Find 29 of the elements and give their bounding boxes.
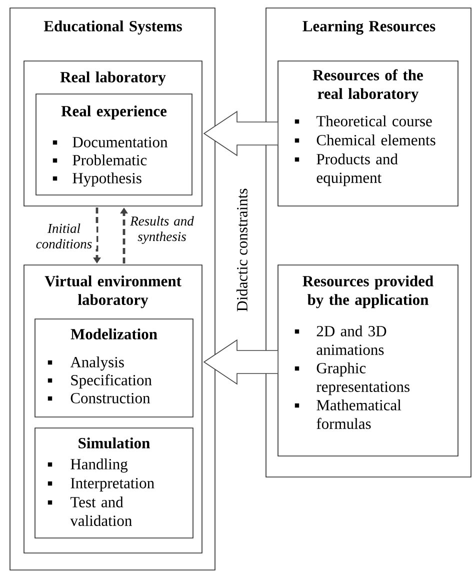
bullet-item: Chemical elements (316, 134, 436, 146)
edge-label: Results and synthesis (126, 216, 198, 244)
bullet-item: Theoretical course (316, 115, 432, 126)
box-heading: Resources provided by the application (302, 275, 434, 308)
bullet-item: 2D and 3D animations (316, 325, 386, 355)
bullet-item: Documentation (72, 136, 168, 148)
box-heading: Educational Systems (44, 20, 182, 35)
rotated-label: Didactic constraints (236, 188, 248, 312)
bullet-item: Hypothesis (72, 172, 142, 187)
box-heading: Resources of the real laboratory (312, 69, 423, 102)
block-arrow (203, 339, 278, 385)
block-arrow (203, 110, 278, 156)
box-heading: Real experience (61, 105, 167, 120)
bullet-item: Mathematical formulas (316, 399, 402, 429)
box-heading: Simulation (78, 437, 150, 448)
box-heading: Virtual environment laboratory (44, 275, 182, 308)
box-heading: Modelization (70, 328, 158, 340)
box-heading: Real laboratory (60, 71, 166, 86)
bullet-item: Test and validation (70, 496, 132, 526)
bullet-item: Products and equipment (316, 153, 398, 186)
bullet-item: Analysis (70, 356, 124, 371)
bullet-item: Graphic representations (316, 362, 410, 396)
bullet-item: Interpretation (70, 478, 154, 492)
edge-label: Initial conditions (32, 223, 96, 249)
bullet-item: Specification (71, 374, 152, 389)
bullet-item: Handling (70, 458, 128, 473)
box-heading: Learning Resources (302, 20, 436, 35)
bullet-item: Problematic (72, 154, 147, 166)
bullet-item: Construction (70, 392, 150, 404)
